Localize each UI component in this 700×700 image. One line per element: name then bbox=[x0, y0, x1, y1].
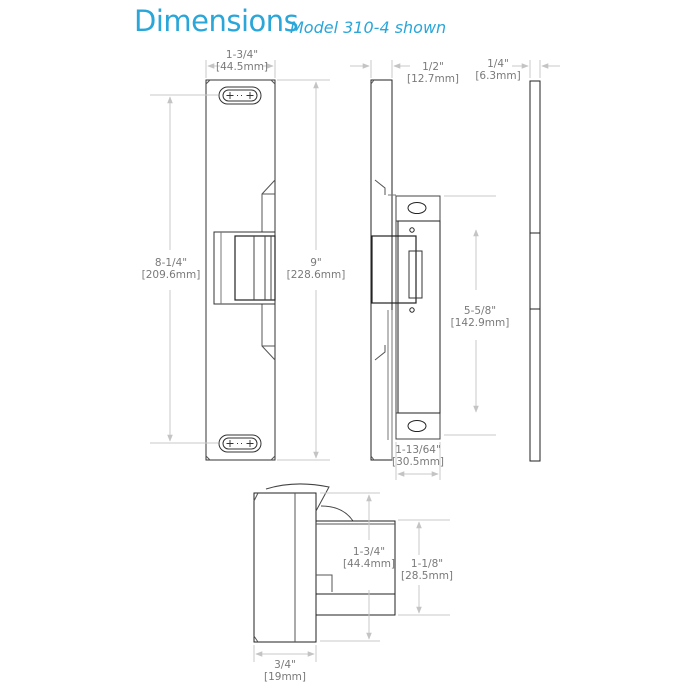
dim-metric: [12.7mm] bbox=[406, 73, 460, 85]
dim-metric: [209.6mm] bbox=[141, 269, 201, 281]
dim-imperial: 1/2" bbox=[422, 61, 444, 73]
dim-imperial: 1-3/4" bbox=[225, 49, 259, 61]
dim-metric: [44.5mm] bbox=[215, 61, 269, 73]
edge-view bbox=[529, 80, 541, 462]
dim-imperial: 8-1/4" bbox=[154, 257, 188, 269]
overall-width-label: 1-3/4" [44.4mm] bbox=[336, 546, 402, 570]
dim-metric: [142.9mm] bbox=[450, 317, 510, 329]
dim-imperial: 5-5/8" bbox=[463, 305, 497, 317]
body-bottom-slot-icon bbox=[407, 420, 427, 432]
body-width-label: 1-1/8" [28.5mm] bbox=[396, 558, 458, 582]
dim-metric: [6.3mm] bbox=[475, 70, 521, 82]
top-view-dimension-lines bbox=[253, 492, 450, 662]
height-label: 9" [228.6mm] bbox=[282, 257, 350, 281]
dim-imperial: 1-3/4" bbox=[352, 546, 386, 558]
dim-imperial: 9" bbox=[310, 257, 322, 269]
dim-metric: [19mm] bbox=[263, 671, 306, 683]
dim-metric: [28.5mm] bbox=[400, 570, 454, 582]
edge-view-dimension-lines bbox=[512, 60, 560, 78]
dim-imperial: 1-1/8" bbox=[410, 558, 444, 570]
bottom-mounting-slot-icon bbox=[218, 434, 262, 453]
model-subtitle: Model 310-4 shown bbox=[290, 18, 447, 37]
top-faceplate-outline bbox=[253, 492, 317, 643]
body-depth-label: 1-13/64" [30.5mm] bbox=[390, 444, 446, 468]
dim-metric: [30.5mm] bbox=[391, 456, 445, 468]
dim-metric: [228.6mm] bbox=[286, 269, 346, 281]
front-view-dimension-lines bbox=[150, 60, 330, 461]
body-height-label: 5-5/8" [142.9mm] bbox=[448, 305, 512, 329]
top-faceplate-depth-label: 3/4" [19mm] bbox=[255, 659, 315, 683]
dim-imperial: 3/4" bbox=[274, 659, 296, 671]
side-view bbox=[370, 79, 441, 461]
page-title: Dimensions bbox=[134, 4, 299, 38]
front-width-label: 1-3/4" [44.5mm] bbox=[210, 49, 274, 73]
dim-metric: [44.4mm] bbox=[342, 558, 396, 570]
hole-spacing-label: 8-1/4" [209.6mm] bbox=[136, 257, 206, 281]
faceplate-depth-label: 1/2" [12.7mm] bbox=[405, 61, 461, 85]
edge-thickness-label: 1/4" [6.3mm] bbox=[470, 58, 526, 82]
front-view bbox=[205, 79, 276, 461]
side-view-dimension-lines bbox=[350, 60, 496, 480]
body-top-slot-icon bbox=[407, 202, 427, 214]
top-view bbox=[253, 483, 396, 643]
top-mounting-slot-icon bbox=[218, 86, 262, 105]
dim-imperial: 1-13/64" bbox=[395, 444, 441, 456]
side-faceplate-outline bbox=[370, 79, 393, 461]
dim-imperial: 1/4" bbox=[487, 58, 509, 70]
edge-plate-outline bbox=[529, 80, 541, 462]
